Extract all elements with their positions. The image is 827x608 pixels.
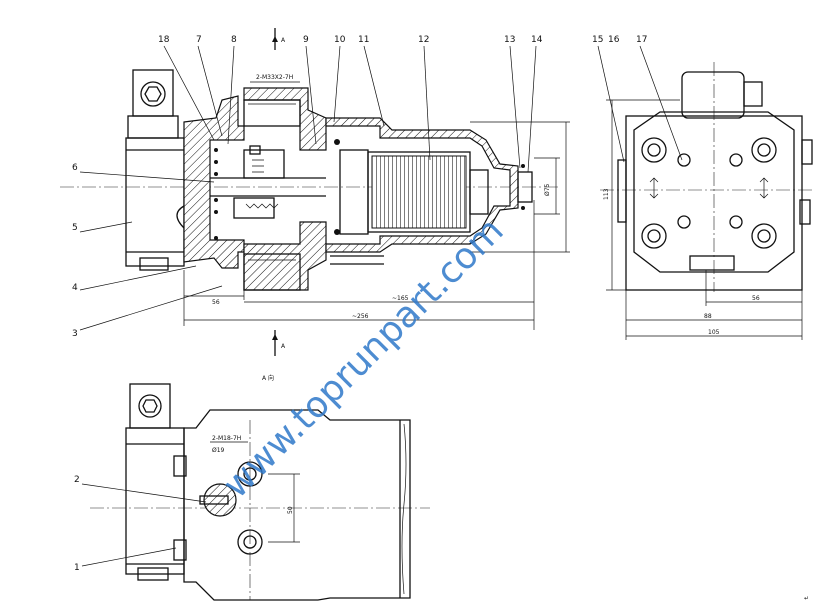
main-port-thread-callout: 2-M33X2-7H (256, 74, 293, 81)
part-number-5: 5 (72, 223, 78, 233)
a-direction-view: A 向 50 2-M18-7H Ø19 (90, 374, 430, 601)
dim-256: ~256 (352, 313, 369, 320)
side-port-thread-callout: 2-M18-7H (212, 435, 241, 442)
main-dimensions: 56 ~165 ~256 Ø75 (183, 121, 570, 330)
part-number-6: 6 (72, 163, 78, 173)
part-number-7: 7 (196, 35, 202, 45)
part-number-labels: 1 2 3 4 5 6 7 8 9 10 11 12 13 14 15 16 1… (72, 35, 647, 573)
part-number-11: 11 (358, 35, 369, 45)
dim-50: 50 (287, 506, 294, 514)
part-number-17: 17 (636, 35, 647, 45)
dim-56-left: 56 (212, 299, 220, 306)
part-number-10: 10 (334, 35, 346, 45)
part-leaders (79, 45, 683, 567)
end-view: 113 56 88 105 (600, 62, 813, 340)
part-number-4: 4 (72, 283, 78, 293)
section-mark-bottom-label: A (281, 343, 286, 350)
part-number-16: 16 (608, 35, 620, 45)
part-number-2: 2 (74, 475, 80, 485)
dim-113: 113 (603, 188, 610, 200)
filter-housing (325, 117, 533, 265)
part-number-15: 15 (592, 35, 603, 45)
part-number-13: 13 (504, 35, 515, 45)
dim-105: 105 (708, 329, 720, 336)
part-number-8: 8 (231, 35, 237, 45)
end-mark: ↵ (804, 595, 809, 602)
part-number-18: 18 (158, 35, 170, 45)
main-section-view: A A 2-M33X2-7H 56 ~165 ~256 Ø75 (60, 28, 570, 356)
part-number-3: 3 (72, 329, 78, 339)
counterbore-callout: Ø19 (212, 447, 225, 454)
part-number-9: 9 (303, 35, 309, 45)
part-number-12: 12 (418, 35, 429, 45)
dim-56-right: 56 (752, 295, 760, 302)
dim-75: Ø75 (544, 183, 551, 196)
dim-88: 88 (704, 313, 712, 320)
dim-165: ~165 (392, 295, 409, 302)
section-mark-top-label: A (281, 37, 286, 44)
part-number-1: 1 (74, 563, 80, 573)
bypass-valve (210, 145, 326, 240)
left-mounting-block (125, 69, 185, 271)
part-number-14: 14 (531, 35, 543, 45)
main-body-section (183, 87, 327, 291)
a-view-title: A 向 (262, 374, 274, 382)
